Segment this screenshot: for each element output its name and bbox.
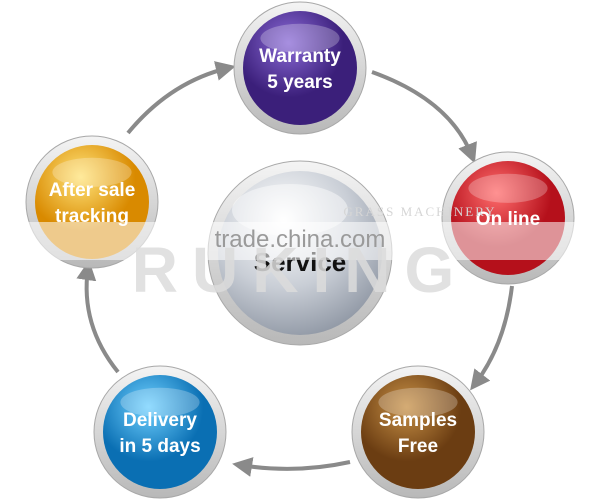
node-label-after-sale-line-1: tracking — [55, 206, 129, 227]
node-label-warranty-line-1: 5 years — [267, 72, 333, 93]
node-gloss-samples — [378, 387, 458, 417]
node-disc-samples — [361, 375, 475, 489]
brand-text: RUKING — [132, 234, 468, 306]
node-disc-warranty — [243, 11, 357, 125]
arrow-warranty-to-online — [371, 70, 477, 164]
brand-subtext: GRASS MACHINERY — [343, 204, 496, 219]
node-gloss-online — [468, 173, 548, 203]
node-label-delivery-line-1: in 5 days — [119, 436, 200, 457]
node-disc-delivery — [103, 375, 217, 489]
node-warranty: Warranty 5 years — [233, 1, 367, 135]
arrow-delivery-to-after-sale — [76, 260, 120, 374]
node-gloss-after-sale — [52, 157, 132, 187]
arrow-after-sale-to-warranty — [126, 61, 236, 135]
node-gloss-warranty — [260, 23, 340, 53]
node-label-after-sale-line-0: After sale — [49, 180, 136, 201]
cycle-arrows — [76, 61, 514, 477]
watermark-text: trade.china.com — [215, 226, 386, 253]
arrow-samples-to-delivery — [232, 457, 351, 477]
node-label-samples-line-1: Free — [398, 436, 438, 457]
node-delivery: Delivery in 5 days — [93, 365, 227, 499]
node-label-delivery-line-0: Delivery — [123, 410, 197, 431]
arrow-online-to-samples — [470, 285, 514, 391]
node-gloss-delivery — [120, 387, 200, 417]
brand-overlay: RUKING GRASS MACHINERY trade.china.com — [20, 204, 580, 306]
node-label-samples-line-0: Samples — [379, 410, 457, 431]
node-label-warranty-line-0: Warranty — [259, 46, 341, 67]
